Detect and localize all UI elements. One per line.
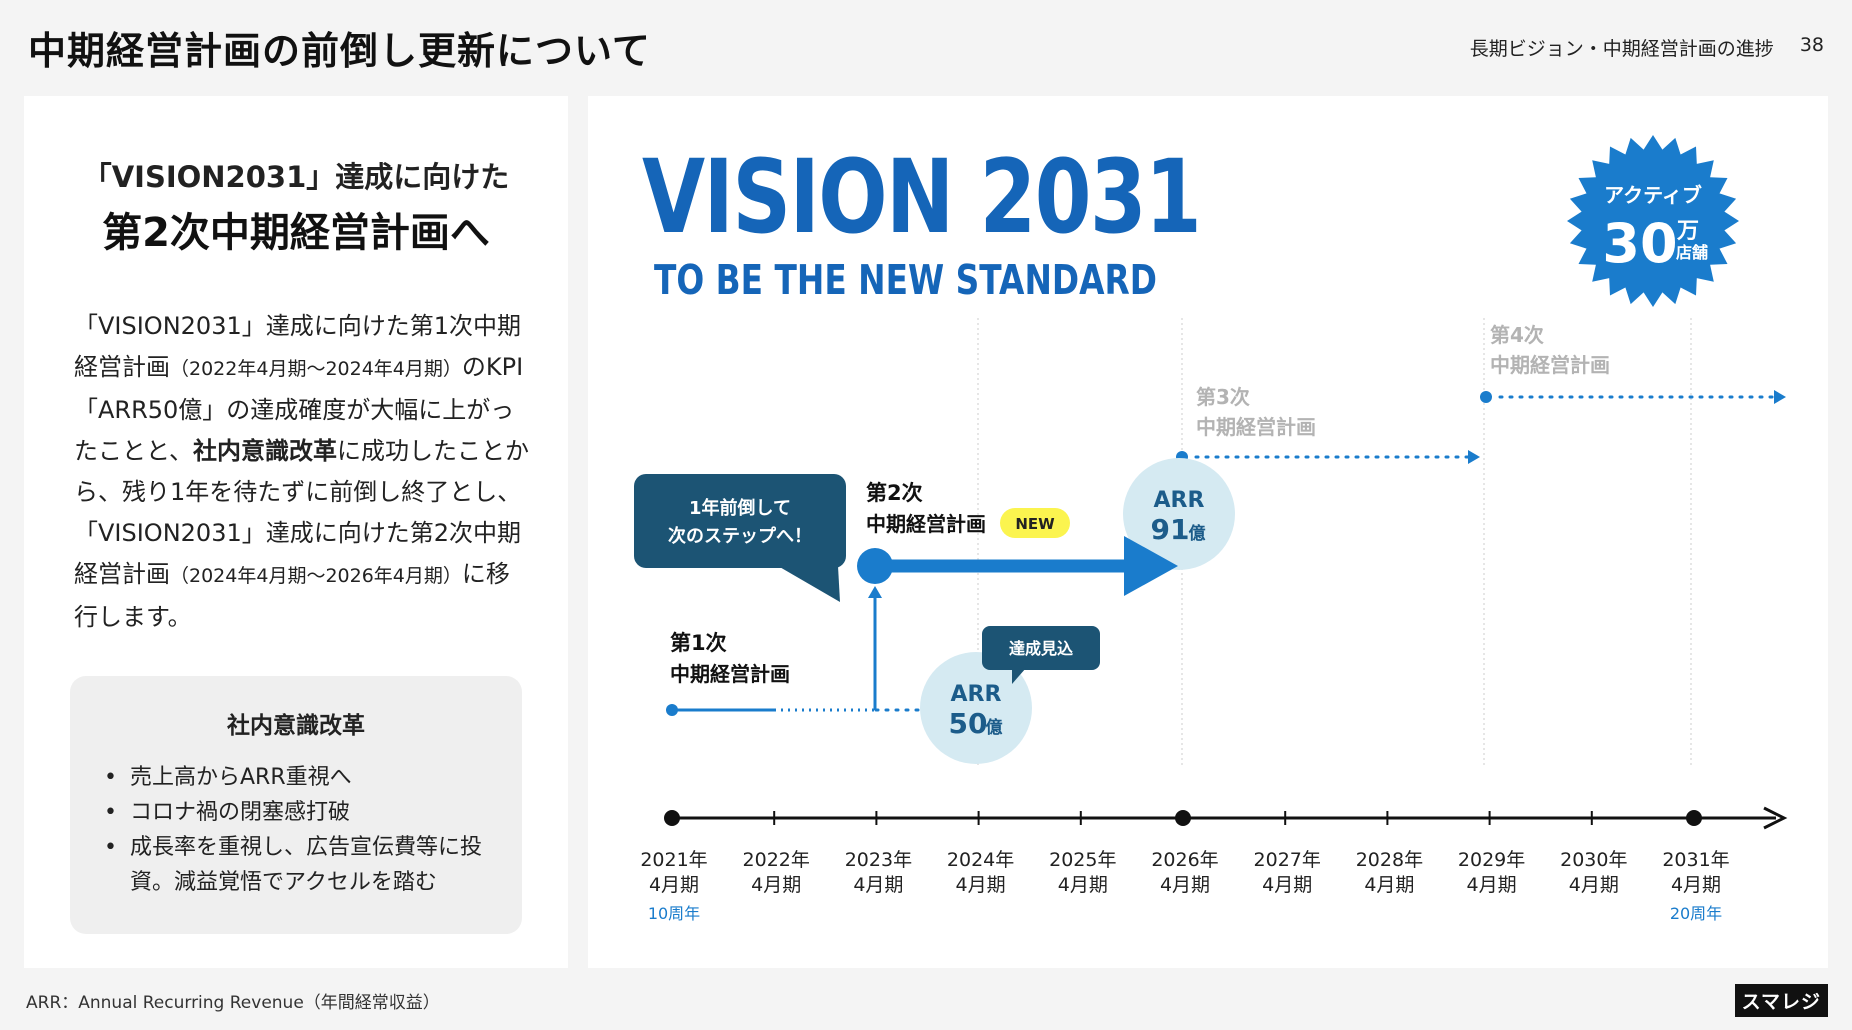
timeline-period-label: 4月期 [1262,874,1312,896]
arr91-label: ARR [1154,488,1205,513]
plan2-line1: 第2次 [866,481,923,505]
arr50-circle [920,652,1032,764]
timeline-year-label: 2027年 [1254,849,1321,871]
timeline-period-label: 4月期 [751,874,801,896]
new-tag [1000,508,1070,538]
list-item: 売上高からARR重視へ [100,760,500,795]
timeline-tick [1175,810,1191,826]
page-number: 38 [1799,34,1824,56]
body-seg-6: （2024年4月期〜2026年4月期） [170,565,462,587]
plan4-line2: 中期経営計画 [1490,353,1610,377]
end-note: 20周年 [1670,904,1722,923]
arr91-unit: 億 [1189,523,1206,544]
body-seg-5: に成功したことから、残り1年を待たずに前倒し終了とし、「VISION2031」達… [74,437,530,588]
timeline-year-label: 2029年 [1458,849,1525,871]
company-logo: スマレジ [1734,984,1828,1017]
timeline-year-label: 2025年 [1049,849,1116,871]
header-right: 長期ビジョン・中期経営計画の進捗 38 [1470,34,1824,61]
vision-logo-subtitle: TO BE THE NEW STANDARD [654,256,1157,304]
timeline-year-label: 2021年 [640,849,707,871]
timeline-labels: 2021年 4月期 2022年 4月期 2023年 4月期 2024年 4月期 2025年 4月期… [640,849,1729,896]
active-stores-badge: アクティブ 30 万 店舗 [1567,135,1739,307]
arr91-circle [1123,458,1235,570]
timeline-year-label: 2026年 [1151,849,1218,871]
arr50-unit: 億 [986,717,1003,738]
right-panel: VISION 2031 TO BE THE NEW STANDARD アクティブ… [588,96,1828,968]
page-title: 中期経営計画の前倒し更新について [28,29,651,73]
timeline-period-label: 4月期 [1467,874,1517,896]
callout-line2: 次のステップへ！ [668,525,812,547]
timeline-year-label: 2022年 [743,849,810,871]
roadmap-diagram: アクティブ 30 万 店舗 第4次 中期経営計画 第3次 中期経営計画 ARR … [634,135,1788,923]
callout-tail [778,566,840,602]
plan4-line1: 第4次 [1490,323,1544,347]
timeline-ticks [664,810,1702,826]
timeline-year-label: 2030年 [1560,849,1627,871]
body-seg-3: のKPI「ARR50億」の達成確度が大幅に上がったことと、 [74,353,524,465]
left-heading-1: 「VISION2031」達成に向けた [82,160,510,194]
body-seg-2: （2022年4月期〜2024年4月期） [170,358,462,380]
timeline-period-label: 4月期 [649,874,699,896]
timeline-arrowhead [1763,806,1788,830]
body-seg-4: 社内意識改革 [193,437,338,465]
badge-number: 30 [1602,212,1677,275]
plan4-start-dot [1480,391,1492,403]
plan3-line1: 第3次 [1196,385,1250,409]
plan2-arrowhead [1124,536,1178,596]
left-heading-2: 第2次中期経営計画へ [102,210,490,256]
plan1-up-arrowhead [868,586,882,598]
left-body-text: 「VISION2031」達成に向けた第1次中期経営計画（2022年4月期〜202… [74,306,530,638]
timeline-year-label: 2028年 [1356,849,1423,871]
reform-list: 売上高からARR重視へ コロナ禍の閉塞感打破 成長率を重視し、広告宣伝費等に投資… [100,760,500,900]
timeline-period-label: 4月期 [1569,874,1619,896]
timeline-period-label: 4月期 [1160,874,1210,896]
footer-note: ARR：Annual Recurring Revenue（年間経常収益） [26,993,440,1013]
reform-box: 社内意識改革 売上高からARR重視へ コロナ禍の閉塞感打破 成長率を重視し、広告… [70,676,522,934]
left-panel: 「VISION2031」達成に向けた 第2次中期経営計画へ 「VISION203… [24,96,568,968]
new-tag-text: NEW [1015,515,1055,533]
list-item: 成長率を重視し、広告宣伝費等に投資。減益覚悟でアクセルを踏む [100,830,500,900]
section-label: 長期ビジョン・中期経営計画の進捗 [1469,38,1774,60]
timeline-period-label: 4月期 [853,874,903,896]
vision-logo-title: VISION 2031 [642,138,1202,257]
plan3-arrowhead [1468,450,1480,464]
plan1-line2: 中期経営計画 [670,662,790,686]
reform-box-title: 社内意識改革 [227,713,365,739]
plan4-arrowhead [1774,390,1786,404]
badge-unit2: 店舗 [1676,243,1708,262]
body-seg-7: に移行します。 [74,560,510,631]
arr50-value: 50 [949,707,988,740]
callout-rect [634,474,846,568]
timeline-year-label: 2023年 [845,849,912,871]
timeline-period-label: 4月期 [956,874,1006,896]
list-item: コロナ禍の閉塞感打破 [100,795,500,830]
start-note: 10周年 [648,904,700,923]
timeline-period-label: 4月期 [1671,874,1721,896]
achieve-tag-text: 達成見込 [1009,639,1073,658]
plan2-line2: 中期経営計画 [866,512,986,536]
body-seg-1: 「VISION2031」達成に向けた第1次中期経営計画 [74,312,521,381]
arr50-label: ARR [951,682,1002,707]
badge-unit1: 万 [1676,219,1699,244]
callout-bubble: 1年前倒して 次のステップへ！ [634,474,846,602]
badge-line1: アクティブ [1604,183,1702,207]
timeline-period-label: 4月期 [1058,874,1108,896]
timeline-period-label: 4月期 [1364,874,1414,896]
callout-line1: 1年前倒して [689,497,791,519]
achieve-tag-tail [1012,668,1026,684]
arr91-value: 91 [1151,513,1190,546]
timeline-year-label: 2031年 [1662,849,1729,871]
achieve-tag [982,626,1100,670]
plan3-line2: 中期経営計画 [1196,415,1316,439]
starburst-shape [1567,135,1739,307]
plan1-line1: 第1次 [670,631,727,655]
timeline-tick [1686,810,1702,826]
timeline-tick [664,810,680,826]
timeline-year-label: 2024年 [947,849,1014,871]
